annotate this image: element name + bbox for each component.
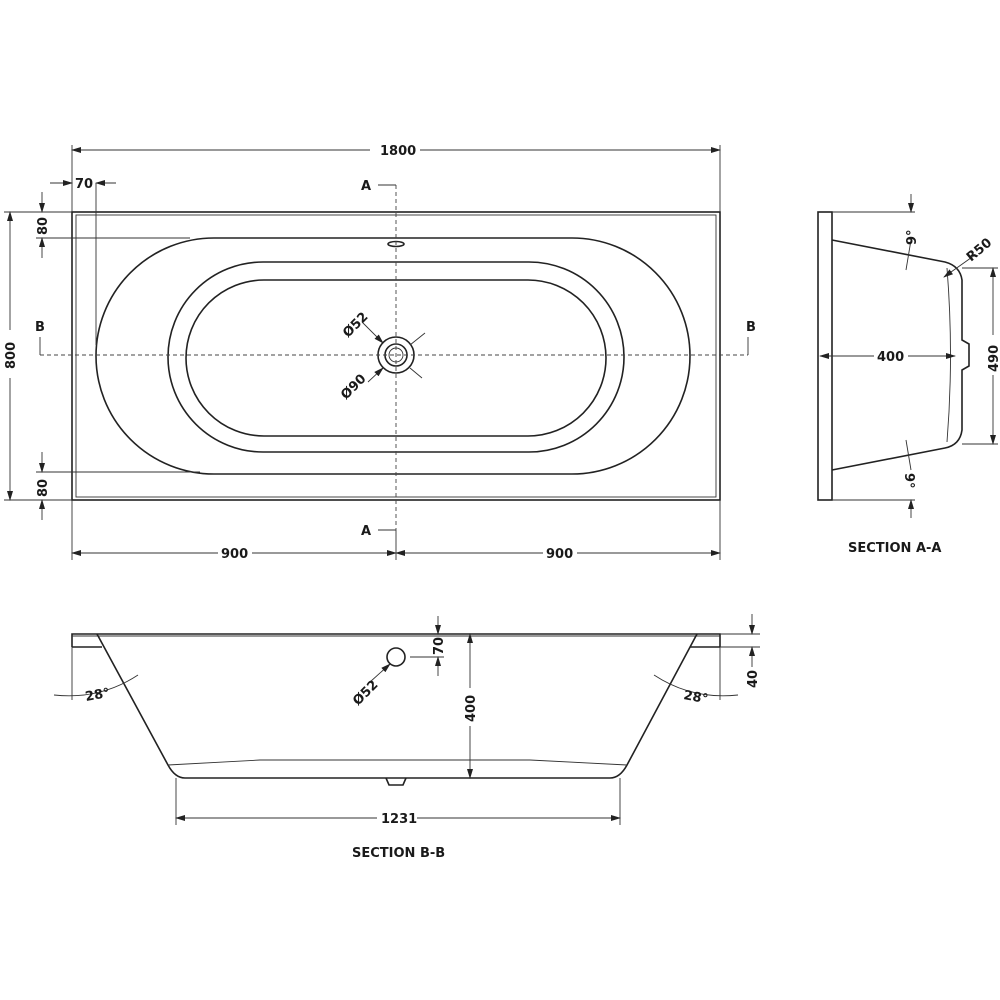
rim-top (71, 633, 721, 647)
leader (361, 321, 384, 344)
section-b-b: Ø52 70 400 40 28° 28° 1231 SECTION B-B (53, 614, 761, 861)
leader (409, 332, 426, 346)
dim-waste-diameter: Ø52 (340, 310, 371, 341)
dim-overflow-diameter: Ø52 (350, 678, 381, 709)
section-a-label-top: A (361, 179, 371, 194)
section-b-label-left: B (35, 320, 45, 335)
angle-arc-left (53, 674, 139, 697)
section-a-label-bottom: A (361, 524, 371, 539)
angle-line (905, 439, 912, 471)
drain-bump (385, 777, 407, 786)
plan-view: A A B B 1800 70 800 80 80 (4, 144, 756, 562)
leader (943, 254, 976, 278)
section-a-a: 9° 9° R50 400 490 SECTION A-A (817, 194, 1000, 556)
dim-overall-length: 1800 (380, 144, 416, 159)
dim-floor-length: 1231 (381, 812, 417, 827)
dim-angle-left: 28° (84, 686, 111, 705)
outer-oval (95, 237, 691, 475)
floor-line (167, 759, 628, 766)
dim-rim-bottom: 80 (36, 479, 51, 497)
dim-half-right: 900 (546, 547, 573, 562)
leader (369, 663, 391, 683)
inner-curve (946, 267, 951, 443)
section-a-title: SECTION A-A (848, 541, 941, 556)
dim-rim-thickness: 40 (746, 670, 761, 688)
dim-angle-right: 28° (682, 688, 709, 707)
dim-floor-width: 490 (987, 345, 1000, 372)
dim-radius: R50 (964, 236, 995, 266)
dim-rim-end: 70 (75, 177, 93, 192)
section-b-title: SECTION B-B (352, 846, 445, 861)
dim-overflow-offset: 70 (432, 637, 447, 655)
overflow-hole (386, 647, 406, 667)
dim-angle-bottom: 9° (901, 473, 916, 489)
angle-line (905, 239, 912, 271)
dim-half-left: 900 (221, 547, 248, 562)
leader (367, 367, 384, 383)
dim-angle-top: 9° (905, 229, 920, 245)
section-b-profile (96, 633, 698, 779)
leader (409, 367, 423, 379)
dim-depth: 400 (464, 695, 479, 722)
section-b-label-right: B (746, 320, 756, 335)
dim-rim-top: 80 (36, 217, 51, 235)
section-a-profile (831, 239, 970, 471)
dim-overall-width: 800 (4, 342, 19, 369)
angle-arc-right (653, 674, 739, 697)
dim-depth: 400 (877, 350, 904, 365)
dim-waste-outer-diameter: Ø90 (338, 372, 369, 403)
